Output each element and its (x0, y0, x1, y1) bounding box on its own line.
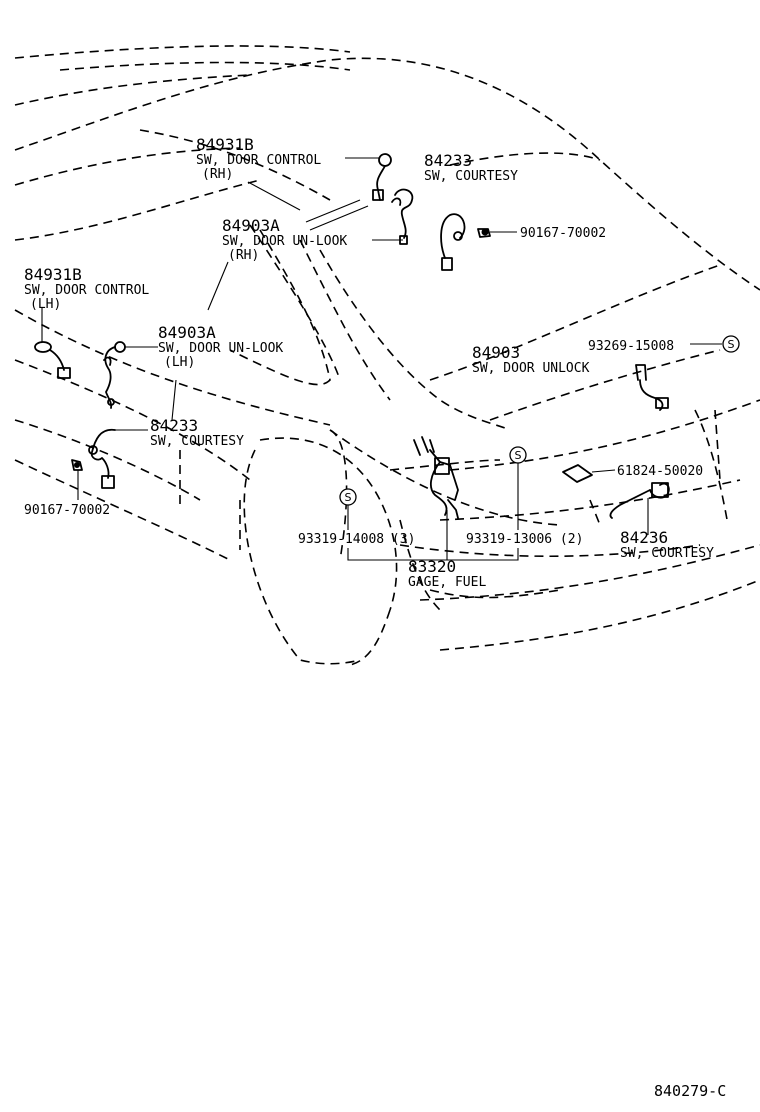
svg-text:S: S (728, 338, 735, 351)
part-desc: SW, DOOR UN-LOOK (222, 234, 347, 249)
symbol-s-93319-14008: S (339, 488, 357, 506)
switch-door-control-lh-part (34, 341, 71, 379)
callout-93319-14008[interactable]: 93319-14008 (3) (298, 532, 415, 547)
part-number: 84931B (196, 135, 254, 154)
part-side: (LH) (30, 297, 61, 312)
part-number: 93269-15008 (588, 339, 674, 354)
screw-lh-part (71, 459, 83, 471)
switch-door-control-rh-part (372, 153, 392, 201)
switch-door-unlock-rh-part (391, 188, 414, 245)
part-number: 84903A (222, 216, 280, 235)
callout-84903[interactable]: 84903 SW, DOOR UNLOCK (472, 343, 590, 376)
part-desc: GAGE, FUEL (408, 575, 486, 590)
symbol-s-93319-13006: S (509, 446, 527, 464)
svg-text:S: S (345, 491, 352, 504)
part-number: 83320 (408, 557, 456, 576)
part-number: 84903 (472, 343, 520, 362)
fuel-gage-part (413, 436, 459, 519)
callout-93269[interactable]: 93269-15008 (588, 339, 674, 354)
part-number: 84233 (424, 151, 472, 170)
callout-84903a-rh[interactable]: 84903A SW, DOOR UN-LOOK (RH) (222, 216, 347, 263)
part-desc: SW, COURTESY (424, 169, 518, 184)
part-number: 90167-70002 (24, 503, 110, 518)
switch-door-unlock-part (635, 364, 669, 411)
vehicle-body-outline (14, 45, 760, 666)
part-desc: SW, DOOR CONTROL (24, 283, 149, 298)
part-desc: SW, DOOR CONTROL (196, 153, 321, 168)
callout-84233-rh[interactable]: 84233 SW, COURTESY (424, 151, 518, 184)
part-number: 84931B (24, 265, 82, 284)
symbol-s-93269: S (722, 335, 740, 353)
callout-61824[interactable]: 61824-50020 (617, 464, 703, 479)
switch-courtesy-84236-part (609, 482, 670, 519)
leader-lines (41, 157, 722, 561)
part-number: 84233 (150, 416, 198, 435)
callout-84931b-lh[interactable]: 84931B SW, DOOR CONTROL (LH) (24, 265, 149, 312)
switch-courtesy-rh-part (440, 213, 466, 271)
part-desc: SW, COURTESY (150, 434, 244, 449)
part-side: (LH) (164, 355, 195, 370)
callout-84903a-lh[interactable]: 84903A SW, DOOR UN-LOOK (LH) (158, 323, 283, 370)
callout-84236[interactable]: 84236 SW, COURTESY (620, 528, 714, 561)
svg-text:S: S (515, 449, 522, 462)
part-desc: SW, DOOR UN-LOOK (158, 341, 283, 356)
part-desc: SW, COURTESY (620, 546, 714, 561)
part-side: (RH) (228, 248, 259, 263)
callout-84931b-rh[interactable]: 84931B SW, DOOR CONTROL (RH) (196, 135, 321, 182)
callout-83320[interactable]: 83320 GAGE, FUEL (408, 557, 486, 590)
callout-93319-13006[interactable]: 93319-13006 (2) (466, 532, 583, 547)
part-side: (RH) (202, 167, 233, 182)
screw-rh-part (477, 228, 491, 238)
switch-courtesy-lh-part (88, 428, 116, 489)
pad-part (562, 464, 593, 483)
switch-door-unlock-lh-part (103, 341, 126, 409)
callout-84233-lh[interactable]: 84233 SW, COURTESY (150, 416, 244, 449)
callout-90167-lh[interactable]: 90167-70002 (24, 503, 110, 518)
part-number: 84236 (620, 528, 668, 547)
part-number: 93319-13006 (2) (466, 532, 583, 547)
part-number: 90167-70002 (520, 226, 606, 241)
diagram-id: 840279-C (654, 1082, 726, 1100)
callout-90167-rh[interactable]: 90167-70002 (520, 226, 606, 241)
part-desc: SW, DOOR UNLOCK (472, 361, 590, 376)
part-number: 84903A (158, 323, 216, 342)
part-number: 61824-50020 (617, 464, 703, 479)
part-number: 93319-14008 (3) (298, 532, 415, 547)
